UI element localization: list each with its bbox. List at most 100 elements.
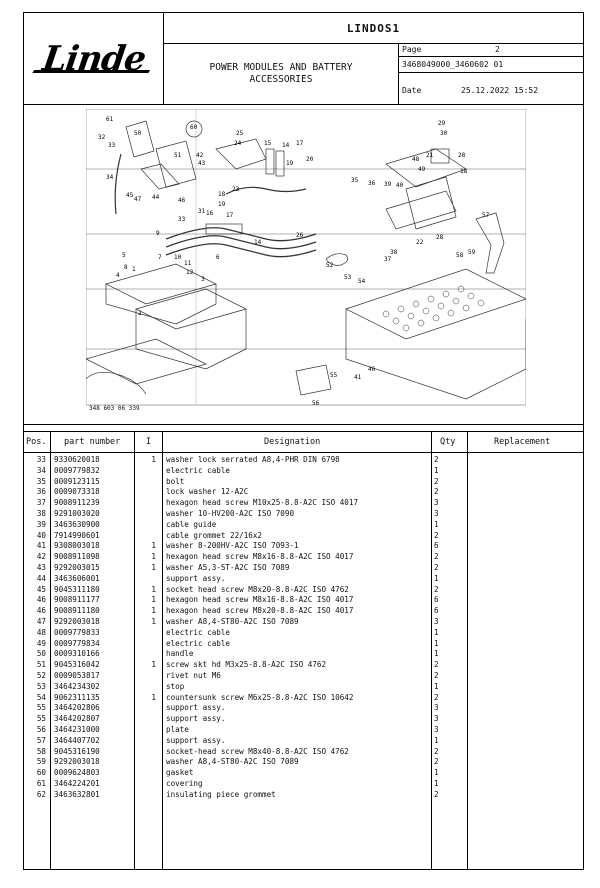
row-designation: socket-head screw M8x40-8.8-A2C ISO 4762: [166, 746, 349, 756]
svg-text:19: 19: [286, 160, 294, 167]
svg-text:10: 10: [174, 254, 182, 261]
svg-text:14: 14: [254, 239, 262, 246]
svg-text:33: 33: [108, 142, 116, 149]
row-pos: 46: [36, 595, 46, 605]
row-qty: 3: [434, 725, 439, 734]
figure-id: 348 603 06 339: [89, 405, 140, 412]
svg-text:30: 30: [440, 130, 448, 137]
row-qty: 2: [434, 746, 439, 756]
row-pos: 50: [36, 649, 46, 659]
row-part-number: 9008911098: [54, 552, 100, 562]
row-pos: 49: [36, 638, 46, 648]
row-designation: hexagon head screw M10x25-8.8-A2C ISO 40…: [166, 498, 359, 508]
row-pos: 37: [36, 498, 46, 508]
svg-text:21: 21: [426, 152, 434, 159]
svg-text:41: 41: [354, 374, 362, 381]
svg-text:29: 29: [438, 120, 446, 127]
svg-text:46: 46: [178, 197, 186, 204]
row-part-number: 0009073318: [54, 487, 100, 497]
row-pos: 44: [36, 573, 46, 583]
svg-text:6: 6: [216, 254, 220, 261]
row-designation: socket head screw M8x20-8.8-A2C ISO 4762: [166, 584, 349, 594]
document-header: Linde LINDOS1 POWER MODULES AND BATTERY …: [24, 13, 583, 105]
col-header-pos: Pos.: [26, 437, 47, 447]
svg-text:45: 45: [126, 192, 134, 199]
row-designation: lock washer 12-A2C: [166, 487, 249, 497]
row-designation: screw skt hd M3x25-8.8-A2C ISO 4762: [166, 660, 327, 670]
row-designation: cable guide: [166, 519, 217, 529]
row-qty: 1: [434, 573, 439, 583]
row-pos: 38: [36, 509, 46, 518]
row-qty: 2: [434, 789, 439, 799]
row-part-number: 3464234302: [54, 681, 100, 691]
row-part-number: 0009310166: [54, 649, 100, 659]
row-pos: 60: [36, 768, 46, 778]
document-reference: 3468049000_3460602 01: [402, 60, 504, 69]
row-pos: 46: [36, 606, 46, 616]
row-qty: 3: [434, 714, 439, 724]
svg-text:8: 8: [124, 264, 128, 271]
row-part-number: 9045316042: [54, 660, 100, 670]
svg-text:49: 49: [418, 166, 426, 173]
row-i: 1: [151, 552, 156, 562]
svg-text:44: 44: [152, 194, 160, 201]
row-i: 1: [151, 595, 156, 605]
row-qty: 1: [434, 638, 439, 648]
svg-text:51: 51: [174, 152, 182, 159]
svg-text:32: 32: [98, 134, 106, 141]
subject-line-1: POWER MODULES AND BATTERY: [209, 62, 353, 73]
row-part-number: 9045311180: [54, 584, 100, 594]
row-part-number: 9291003020: [54, 509, 100, 518]
parts-table-header: Pos. part number I Designation Qty Repla…: [24, 431, 583, 453]
row-designation: electric cable: [166, 638, 231, 648]
row-qty: 2: [434, 671, 439, 680]
page-number: 2: [495, 45, 500, 54]
row-part-number: 3463632801: [54, 789, 100, 799]
col-header-qty: Qty: [440, 437, 456, 447]
row-part-number: 9292003018: [54, 757, 100, 767]
row-part-number: 9045316190: [54, 746, 100, 756]
svg-text:1: 1: [132, 266, 136, 273]
row-part-number: 0009053817: [54, 671, 100, 680]
col-divider: [467, 431, 468, 869]
document-meta: Page 2 3468049000_3460602 01 Date 25.12.…: [399, 43, 583, 105]
svg-text:18: 18: [218, 191, 226, 198]
svg-text:59: 59: [468, 249, 476, 256]
row-qty: 1: [434, 627, 439, 637]
svg-text:18: 18: [460, 168, 468, 175]
row-pos: 35: [36, 476, 46, 486]
row-pos: 53: [36, 681, 46, 691]
row-part-number: 3464202806: [54, 703, 100, 713]
row-pos: 40: [36, 530, 46, 540]
row-designation: cable grommet 22/16x2: [166, 530, 263, 540]
col-divider: [50, 431, 51, 869]
svg-text:47: 47: [134, 196, 142, 203]
row-qty: 2: [434, 757, 439, 767]
date-label: Date: [402, 86, 422, 95]
row-qty: 2: [434, 552, 439, 562]
row-part-number: 9062311135: [54, 692, 100, 702]
svg-text:16: 16: [206, 210, 214, 217]
row-qty: 6: [434, 606, 439, 616]
svg-text:52: 52: [326, 262, 334, 269]
svg-text:28: 28: [458, 152, 466, 159]
svg-text:38: 38: [390, 249, 398, 256]
row-designation: countersunk screw M6x25-8.8-A2C ISO 1064…: [166, 692, 354, 702]
row-part-number: 9008911239: [54, 498, 100, 508]
col-header-i: I: [146, 437, 152, 447]
svg-text:57: 57: [482, 212, 490, 219]
row-designation: bolt: [166, 476, 185, 486]
row-pos: 62: [36, 789, 46, 799]
